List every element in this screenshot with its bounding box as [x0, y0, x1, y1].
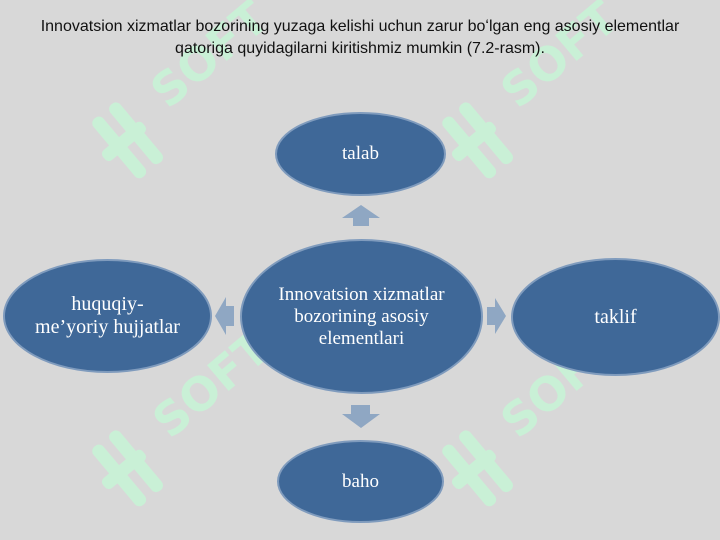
node-central-concept: Innovatsion xizmatlar bozorining asosiy … — [240, 239, 483, 394]
node-taklif-label: taklif — [594, 305, 637, 328]
slide-title: Innovatsion xizmatlar bozorining yuzaga … — [40, 18, 680, 57]
node-talab: talab — [275, 112, 446, 196]
node-taklif: taklif — [511, 258, 720, 376]
arrow-right-icon — [487, 298, 506, 334]
arrow-down-icon — [342, 405, 380, 428]
node-huquqiy-meyoriy-hujjatlar: huquqiy-me’yoriy hujjatlar — [3, 259, 212, 373]
node-central-label: Innovatsion xizmatlar bozorining asosiy … — [278, 283, 445, 349]
node-baho-label: baho — [342, 470, 379, 492]
arrow-up-icon — [342, 205, 380, 226]
node-baho: baho — [277, 440, 444, 523]
node-talab-label: talab — [342, 143, 379, 164]
node-left-label: huquqiy-me’yoriy hujjatlar — [35, 293, 180, 338]
arrow-left-icon — [215, 297, 234, 335]
